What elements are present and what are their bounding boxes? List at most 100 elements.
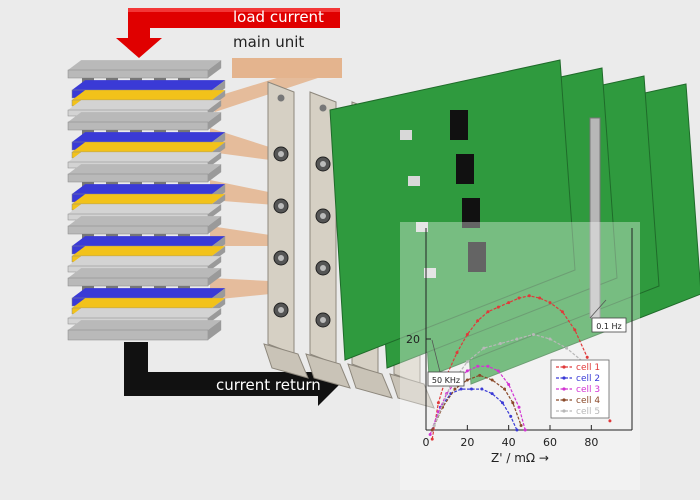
data-point <box>498 342 502 346</box>
data-point <box>523 428 527 432</box>
data-point <box>509 414 513 418</box>
series-line <box>431 388 518 431</box>
electrode-layer <box>72 246 226 256</box>
data-point <box>465 378 469 382</box>
x-tick-label: 20 <box>460 436 474 449</box>
data-point <box>465 360 469 364</box>
end-plate-side <box>208 256 222 272</box>
legend-marker <box>562 376 566 380</box>
fuel-cell-stack <box>67 60 226 341</box>
bipolar-plate <box>68 216 222 226</box>
connector-pin <box>278 307 284 313</box>
electrode-layer <box>72 90 226 100</box>
bipolar-plate-face <box>67 69 209 79</box>
y-tick-label: 20 <box>406 333 420 346</box>
data-point <box>465 369 469 373</box>
series-line <box>431 374 522 431</box>
bipolar-plate-side <box>208 268 222 286</box>
data-point <box>500 401 504 405</box>
bipolar-plate-face <box>67 277 209 287</box>
end-plate <box>68 308 222 318</box>
panel-handle <box>347 363 393 399</box>
data-point <box>527 294 531 298</box>
legend-marker <box>562 365 566 369</box>
sense-label-band <box>232 58 342 78</box>
legend-marker <box>562 398 566 402</box>
membrane-layer <box>72 236 226 246</box>
legend-label: cell 3 <box>576 385 600 395</box>
bipolar-plate-side <box>208 112 222 130</box>
data-point <box>517 405 521 409</box>
membrane-layer <box>72 184 226 194</box>
data-point <box>585 355 589 359</box>
load-current-arrow <box>116 8 340 58</box>
bipolar-plate <box>68 268 222 278</box>
membrane-layer <box>72 132 226 142</box>
end-plate-side <box>208 152 222 168</box>
data-point <box>465 332 469 336</box>
end-plate-side <box>208 100 222 116</box>
connector-pin <box>278 203 284 209</box>
x-tick-label: 60 <box>543 436 557 449</box>
connector-pin <box>320 317 326 323</box>
data-point <box>453 387 457 391</box>
chip <box>462 198 480 228</box>
data-point <box>469 387 473 391</box>
bipolar-plate-side <box>208 164 222 182</box>
x-tick-label: 40 <box>502 436 516 449</box>
data-point <box>573 328 577 332</box>
data-point <box>515 337 519 341</box>
annotation-0-1hz: 0.1 Hz <box>596 322 621 331</box>
data-point <box>507 383 511 386</box>
current-return-label: current return <box>216 376 321 394</box>
connector-pin <box>278 151 284 157</box>
bipolar-plate-side <box>208 60 222 78</box>
data-point <box>517 296 521 300</box>
legend-label: cell 4 <box>576 396 600 406</box>
connector-pin <box>320 213 326 219</box>
data-point <box>430 428 434 432</box>
bipolar-plate-face <box>67 173 209 183</box>
data-point <box>476 364 480 368</box>
panel-screw <box>319 104 327 112</box>
end-plate-side <box>208 308 222 324</box>
data-point <box>430 437 434 441</box>
data-point <box>507 301 511 305</box>
component <box>400 130 412 140</box>
pcb-board <box>329 59 576 361</box>
bottom-plate <box>68 320 222 330</box>
annotation-box <box>427 371 465 387</box>
end-plate <box>68 204 222 214</box>
bipolar-plate-face <box>67 225 209 235</box>
electrode-layer <box>72 142 226 152</box>
data-point <box>480 387 484 391</box>
data-point <box>459 387 463 391</box>
data-point <box>486 364 490 368</box>
main-unit-label: main unit <box>233 33 304 51</box>
panel-handle <box>305 353 351 389</box>
end-plate <box>68 100 222 110</box>
data-point <box>428 433 432 437</box>
load-current-label: load current <box>233 8 324 26</box>
bottom-plate-face <box>67 329 209 341</box>
connector-pin <box>320 161 326 167</box>
component <box>416 222 428 232</box>
data-point <box>560 310 564 314</box>
data-point <box>455 351 459 355</box>
connector-pin <box>320 265 326 271</box>
legend-label: cell 1 <box>576 363 600 373</box>
data-point <box>548 337 552 341</box>
membrane-layer <box>72 288 226 298</box>
electrode-layer <box>72 298 226 308</box>
data-point <box>519 423 523 427</box>
bipolar-plate <box>68 112 222 122</box>
bipolar-plate <box>68 60 222 70</box>
data-point <box>503 387 507 391</box>
legend-label: cell 5 <box>576 407 600 417</box>
chart-panel <box>400 222 640 490</box>
data-point <box>482 346 486 350</box>
data-point <box>432 423 436 427</box>
x-tick-label: 80 <box>584 436 598 449</box>
bipolar-plate <box>68 164 222 174</box>
